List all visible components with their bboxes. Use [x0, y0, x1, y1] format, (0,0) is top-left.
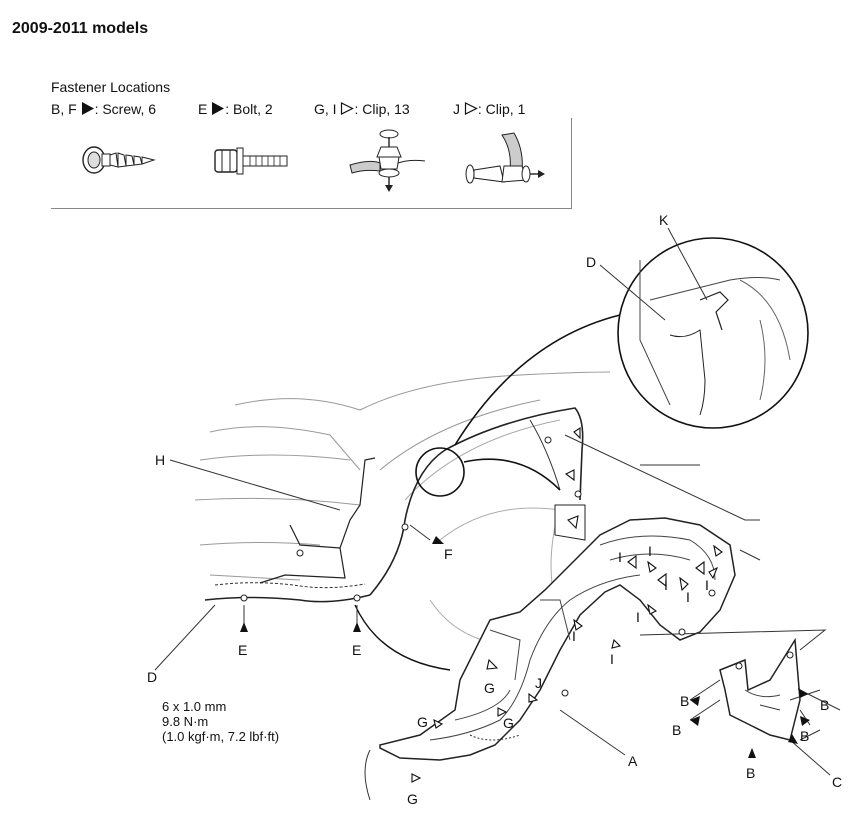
callout-j: J — [535, 675, 542, 691]
legend-item-suffix: : Clip, 13 — [354, 101, 410, 117]
clip-j-icon — [465, 132, 545, 184]
callout-a: A — [628, 753, 638, 769]
callout-g: G — [484, 680, 495, 696]
callout-b: B — [820, 697, 829, 713]
callout-i: I — [572, 628, 576, 644]
torque-spec-alt: (1.0 kgf·m, 7.2 lbf·ft) — [162, 729, 280, 744]
legend-item-suffix: : Clip, 1 — [477, 101, 526, 117]
filled-triangle-icon — [212, 102, 225, 115]
legend-item-clip-gi: G, I : Clip, 13 — [314, 101, 410, 117]
callout-i: I — [705, 577, 709, 593]
callout-d: D — [147, 669, 157, 685]
legend-item-prefix: G, I — [314, 101, 337, 117]
legend-item-prefix: J — [453, 101, 460, 117]
callout-i: I — [664, 577, 668, 593]
legend-item-screw: B, F : Screw, 6 — [51, 101, 156, 117]
callout-b: B — [746, 765, 755, 781]
callout-k: K — [659, 212, 669, 228]
torque-spec-size: 6 x 1.0 mm — [162, 699, 227, 714]
callout-b: B — [800, 728, 809, 744]
callout-g: G — [417, 714, 428, 730]
callout-f: F — [444, 546, 453, 562]
callout-e: E — [238, 642, 247, 658]
callout-i: I — [686, 589, 690, 605]
legend-item-clip-j: J : Clip, 1 — [453, 101, 525, 117]
callout-i: I — [648, 543, 652, 559]
callout-d: D — [586, 254, 596, 270]
legend-item-prefix: B, F — [51, 101, 77, 117]
callout-i: I — [636, 609, 640, 625]
legend-item-suffix: : Bolt, 2 — [225, 101, 273, 117]
callout-b: B — [680, 693, 689, 709]
screw-icon — [82, 146, 156, 174]
page-title: 2009-2011 models — [12, 20, 149, 37]
clip-g-icon — [349, 129, 426, 192]
callout-e: E — [352, 642, 361, 658]
callout-b: B — [672, 722, 681, 738]
callout-c: C — [832, 774, 842, 790]
legend-item-suffix: : Screw, 6 — [94, 101, 157, 117]
legend-heading: Fastener Locations — [51, 79, 171, 95]
torque-spec: 6 x 1.0 mm 9.8 N·m (1.0 kgf·m, 7.2 lbf·f… — [162, 699, 279, 744]
callout-i: I — [610, 651, 614, 667]
callout-i: I — [618, 549, 622, 565]
bolt-icon — [214, 147, 288, 175]
legend-item-bolt: E : Bolt, 2 — [198, 101, 273, 117]
legend-frame — [51, 118, 572, 209]
legend-item-prefix: E — [198, 101, 208, 117]
callout-h: H — [155, 452, 165, 468]
outline-triangle-icon — [464, 102, 478, 115]
filled-triangle-icon — [81, 102, 94, 115]
outline-triangle-icon — [341, 102, 355, 115]
callout-g: G — [407, 791, 418, 807]
torque-spec-nm: 9.8 N·m — [162, 714, 209, 729]
callout-g: G — [503, 715, 514, 731]
